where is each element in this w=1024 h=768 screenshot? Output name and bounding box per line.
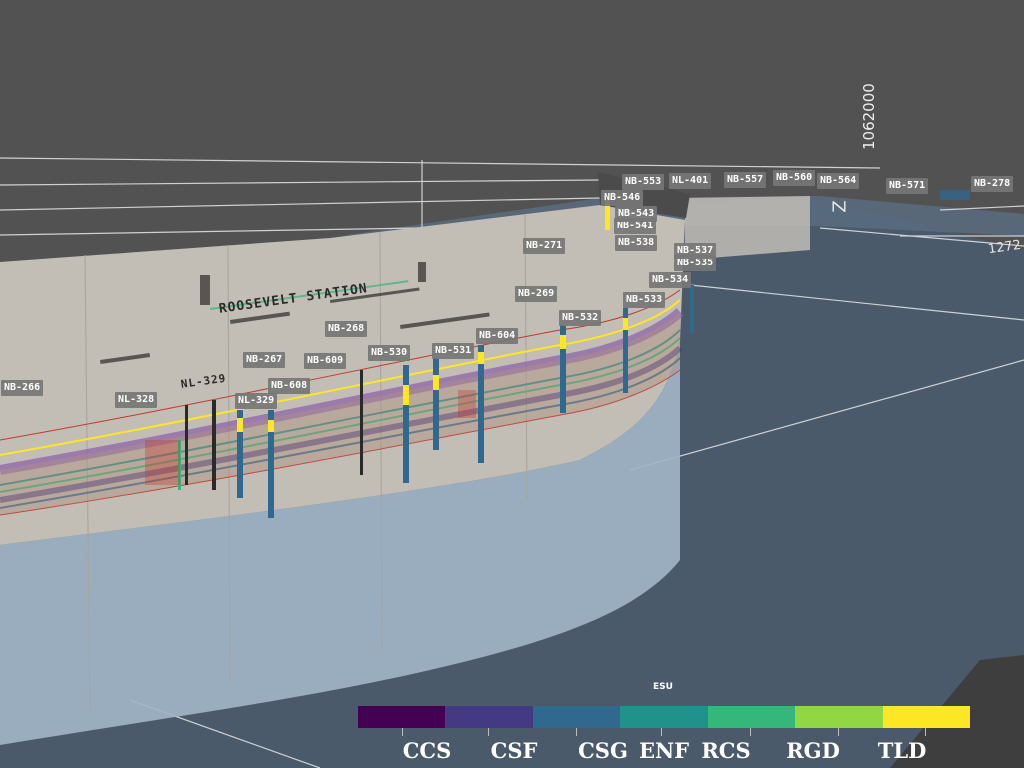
borehole-label[interactable]: NB-271 bbox=[523, 238, 566, 254]
esu-legend: ESU CCS CSF CSG ENF RCS RGD TLD bbox=[356, 680, 970, 768]
profile-text-strips bbox=[100, 262, 490, 364]
legend-tick bbox=[661, 728, 662, 736]
legend-tick bbox=[838, 728, 839, 736]
borehole-label[interactable]: NB-608 bbox=[268, 378, 311, 394]
legend-label-csf: CSF bbox=[490, 738, 538, 763]
legend-tick bbox=[488, 728, 489, 736]
borehole-label[interactable]: NB-535 bbox=[674, 255, 717, 271]
legend-label-rgd: RGD bbox=[786, 738, 840, 763]
borehole-label[interactable]: NB-266 bbox=[1, 380, 44, 396]
borehole-label[interactable]: NB-537 bbox=[674, 243, 717, 259]
axis-z-label: Z bbox=[829, 200, 851, 213]
borehole-label[interactable]: NB-543 bbox=[615, 206, 658, 222]
annotation-boxes bbox=[145, 390, 476, 485]
tunnel-wall-far bbox=[685, 196, 810, 260]
legend-tick bbox=[576, 728, 577, 736]
borehole-label[interactable]: NB-267 bbox=[243, 352, 286, 368]
legend-swatch-csg bbox=[532, 706, 621, 728]
strata-bands bbox=[0, 289, 684, 516]
legend-tick bbox=[402, 728, 403, 736]
legend-label-ccs: CCS bbox=[402, 738, 452, 763]
axis-title: 1062000 bbox=[860, 83, 878, 150]
borehole-label[interactable]: NB-533 bbox=[623, 292, 666, 308]
legend-label-csg: CSG bbox=[578, 738, 628, 763]
legend-swatch-tld bbox=[882, 706, 970, 728]
borehole-label[interactable]: NL-328 bbox=[115, 392, 158, 408]
borehole-label[interactable]: NB-534 bbox=[649, 272, 692, 288]
legend-label-tld: TLD bbox=[877, 738, 927, 763]
sediment-fill bbox=[0, 312, 680, 515]
borehole-label[interactable]: NL-329 bbox=[235, 393, 278, 409]
borehole-label[interactable]: NB-557 bbox=[724, 172, 767, 188]
borehole-label[interactable]: NB-546 bbox=[601, 190, 644, 206]
legend-swatch-enf bbox=[620, 706, 708, 728]
borehole-label[interactable]: NB-541 bbox=[614, 218, 657, 234]
legend-tick bbox=[750, 728, 751, 736]
legend-label-enf: ENF bbox=[638, 738, 690, 763]
borehole-label[interactable]: NB-538 bbox=[615, 235, 658, 251]
legend-swatch-csf bbox=[445, 706, 533, 728]
borehole-label[interactable]: NB-531 bbox=[432, 343, 475, 359]
borehole-label[interactable]: NB-553 bbox=[622, 174, 665, 190]
legend-title: ESU bbox=[653, 682, 673, 692]
borehole-label[interactable]: NB-269 bbox=[515, 286, 558, 302]
legend-swatch-rcs bbox=[707, 706, 796, 728]
borehole-label[interactable]: NB-530 bbox=[368, 345, 411, 361]
legend-swatch-ccs bbox=[358, 706, 446, 728]
borehole-label[interactable]: NB-560 bbox=[773, 170, 816, 186]
borehole-label[interactable]: NB-532 bbox=[559, 310, 602, 326]
legend-colorbar bbox=[358, 706, 970, 728]
borehole-label[interactable]: NB-571 bbox=[886, 178, 929, 194]
borehole-label[interactable]: NB-609 bbox=[304, 353, 347, 369]
tunnel-wall-lower bbox=[0, 340, 680, 745]
legend-swatch-rgd bbox=[795, 706, 883, 728]
borehole-label[interactable]: NB-564 bbox=[817, 173, 860, 189]
borehole-label[interactable]: NB-278 bbox=[971, 176, 1014, 192]
legend-label-rcs: RCS bbox=[701, 738, 751, 763]
borehole-label[interactable]: NL-401 bbox=[669, 173, 712, 189]
borehole-label[interactable]: NB-604 bbox=[476, 328, 519, 344]
legend-tick bbox=[925, 728, 926, 736]
borehole-label[interactable]: NB-268 bbox=[325, 321, 368, 337]
borehole-columns bbox=[178, 190, 970, 518]
